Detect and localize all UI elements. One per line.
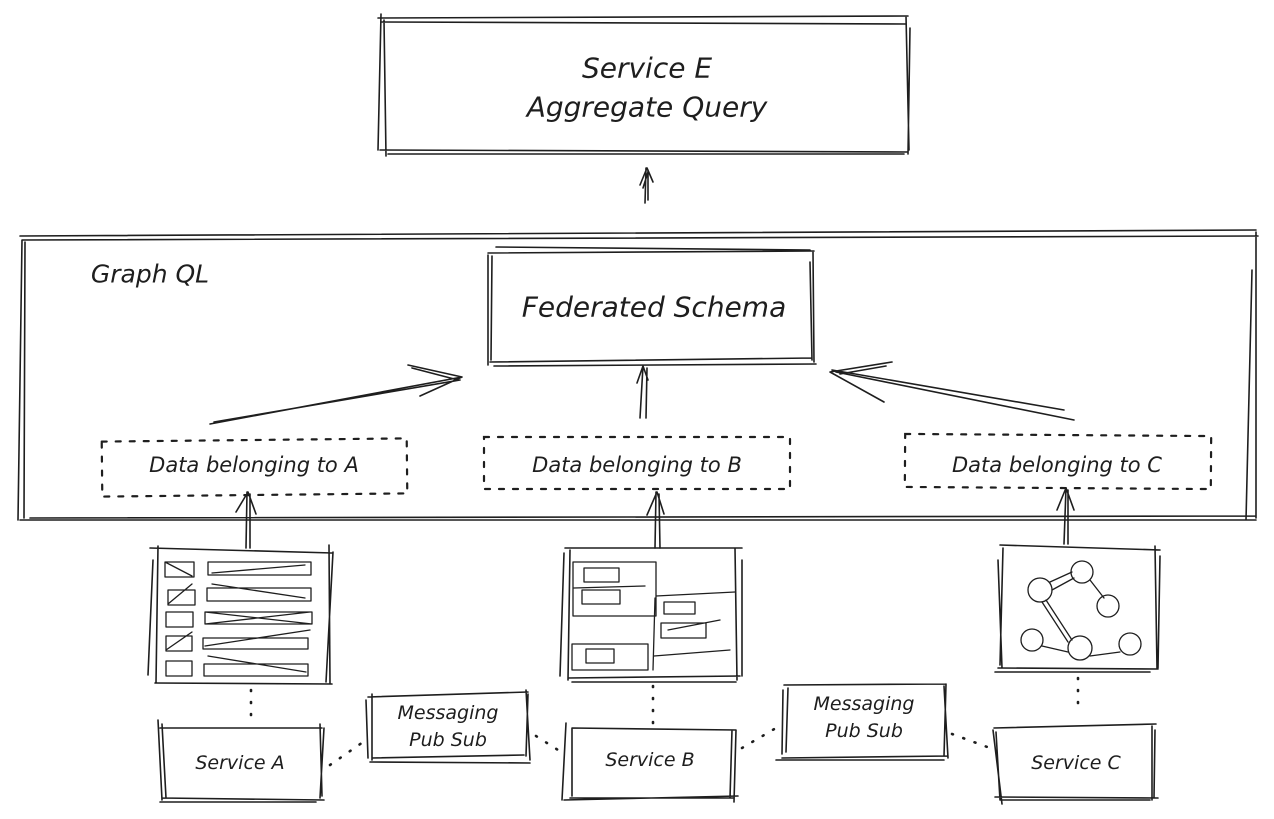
link-service-b-messaging-2: [740, 726, 778, 750]
service-e-title: Service E: [581, 51, 713, 85]
arrow-a-to-schema: [209, 364, 463, 425]
link-messaging-1-service-b: [534, 734, 560, 752]
link-messaging-2-service-c: [950, 732, 992, 750]
data-c-label: Data belonging to C: [952, 452, 1162, 477]
messaging-1-line1: Messaging: [397, 702, 499, 725]
service-e-box: [377, 13, 911, 157]
service-b-label: Service B: [605, 749, 695, 772]
data-a-label: Data belonging to A: [149, 452, 359, 477]
datastore-a-table-icon: [147, 544, 334, 685]
datastore-b-document-icon: [559, 547, 743, 683]
graphql-container: [17, 229, 1259, 521]
datastore-c-graph-icon: [994, 544, 1161, 673]
service-c-label: Service C: [1031, 752, 1121, 775]
service-b-box: [561, 722, 739, 803]
arrow-store-c-to-data-c: [1056, 487, 1075, 545]
data-b-label: Data belonging to B: [532, 452, 742, 477]
messaging-1-line2: Pub Sub: [409, 729, 487, 752]
service-a-label: Service A: [195, 752, 285, 775]
service-c-box: [992, 723, 1159, 805]
arrow-to-service-e: [639, 167, 654, 204]
messaging-box-1: [365, 689, 531, 764]
federated-schema-label: Federated Schema: [521, 290, 787, 324]
data-box-b: [482, 435, 792, 491]
link-service-a-messaging-1: [328, 738, 368, 767]
messaging-2-line1: Messaging: [813, 693, 915, 716]
arrow-c-to-schema: [829, 361, 1075, 421]
messaging-2-line2: Pub Sub: [825, 720, 903, 743]
federated-schema-box: [487, 246, 817, 367]
arrow-store-a-to-data-a: [235, 491, 257, 549]
data-box-c: [903, 432, 1213, 491]
graphql-label: Graph QL: [90, 259, 210, 289]
service-e-subtitle: Aggregate Query: [526, 90, 768, 124]
arrow-b-to-schema: [636, 365, 649, 419]
service-a-box: [157, 719, 325, 803]
messaging-box-2: [775, 683, 949, 761]
arrow-store-b-to-data-b: [646, 491, 665, 549]
